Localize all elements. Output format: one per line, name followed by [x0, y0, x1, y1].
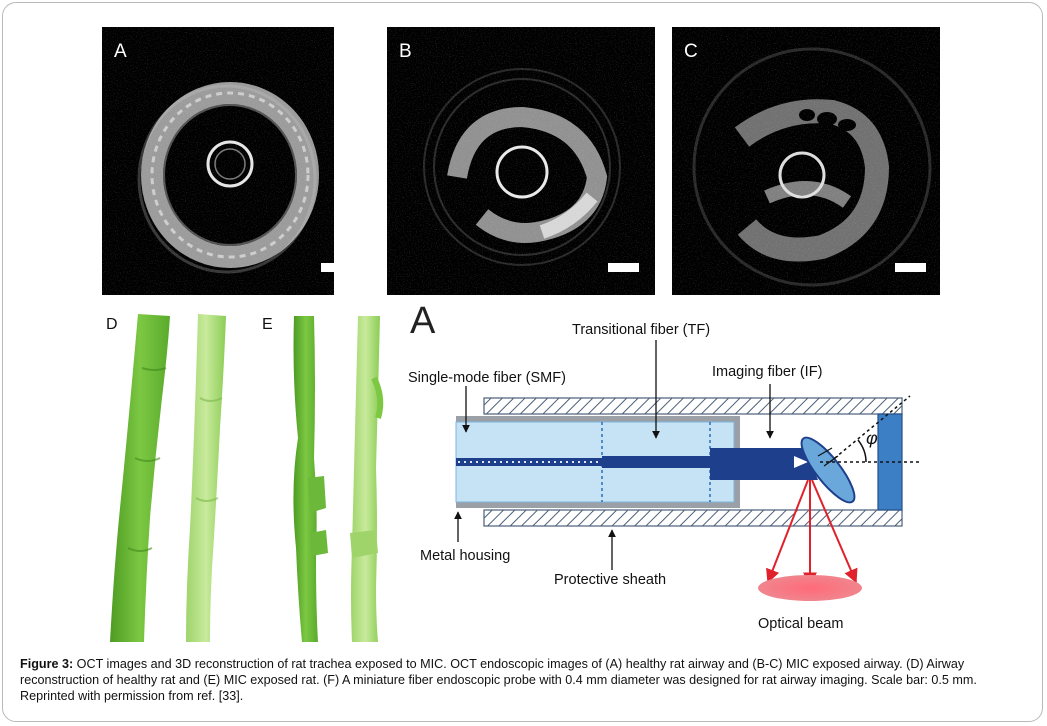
scale-bar-c — [895, 263, 926, 272]
label-protective-sheath: Protective sheath — [554, 572, 667, 588]
oct-image-a-art — [102, 27, 334, 295]
label-transitional-fiber: Transitional fiber (TF) — [572, 322, 711, 338]
airway-3d-mic-exposed — [293, 316, 384, 642]
oct-image-c-art — [672, 27, 940, 295]
label-metal-housing: Metal housing — [420, 548, 511, 564]
oct-image-c: C — [672, 27, 940, 295]
oct-image-b: B — [387, 27, 655, 295]
caption-label: Figure 3: — [20, 657, 74, 671]
oct-image-a: A — [102, 27, 334, 295]
panel-label-d: D — [106, 316, 118, 333]
panel-label-a: A — [114, 41, 127, 62]
scale-bar-b — [608, 263, 639, 272]
panel-label-b: B — [399, 41, 412, 62]
panel-label-c: C — [684, 41, 698, 62]
label-angle-phi: φ — [866, 428, 878, 448]
panel-label-e: E — [262, 316, 273, 333]
diagram-letter: A — [410, 300, 436, 342]
label-optical-beam: Optical beam — [758, 616, 844, 632]
scale-bar-a — [321, 263, 334, 272]
probe-diagram — [454, 340, 920, 601]
oct-image-b-art — [387, 27, 655, 295]
label-single-mode-fiber: Single-mode fiber (SMF) — [408, 370, 566, 386]
label-imaging-fiber: Imaging fiber (IF) — [712, 364, 823, 380]
caption-text: OCT images and 3D reconstruction of rat … — [20, 657, 977, 703]
airway-3d-healthy — [110, 314, 226, 642]
figure-caption: Figure 3: OCT images and 3D reconstructi… — [20, 656, 1030, 704]
